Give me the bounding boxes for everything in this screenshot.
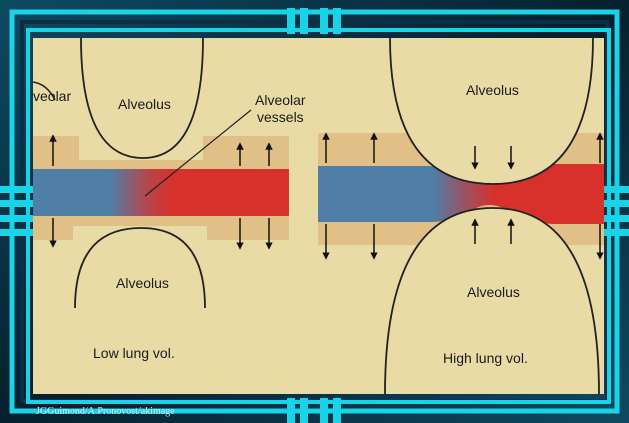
alveolar-vessel-left — [33, 169, 289, 216]
label-alveolus-top-left: Alveolus — [118, 96, 171, 112]
caption-high-lung-vol: High lung vol. — [443, 350, 528, 366]
caption-low-lung-vol: Low lung vol. — [93, 345, 175, 361]
label-alveolus-bottom-right: Alveolus — [467, 284, 520, 300]
label-alveolus-top-right: Alveolus — [466, 82, 519, 98]
lung-volume-diagram: veolar Alveolus Alveolar vessels Alveolu… — [33, 38, 604, 394]
label-vessels-line1: Alveolar — [255, 92, 306, 108]
image-credit: JGGuimond/A.Pronovost/akimage — [36, 406, 175, 417]
label-alveolus-bottom-left: Alveolus — [116, 275, 169, 291]
label-vessels-line2: vessels — [257, 109, 304, 125]
label-alveolar-cut: veolar — [33, 88, 71, 104]
